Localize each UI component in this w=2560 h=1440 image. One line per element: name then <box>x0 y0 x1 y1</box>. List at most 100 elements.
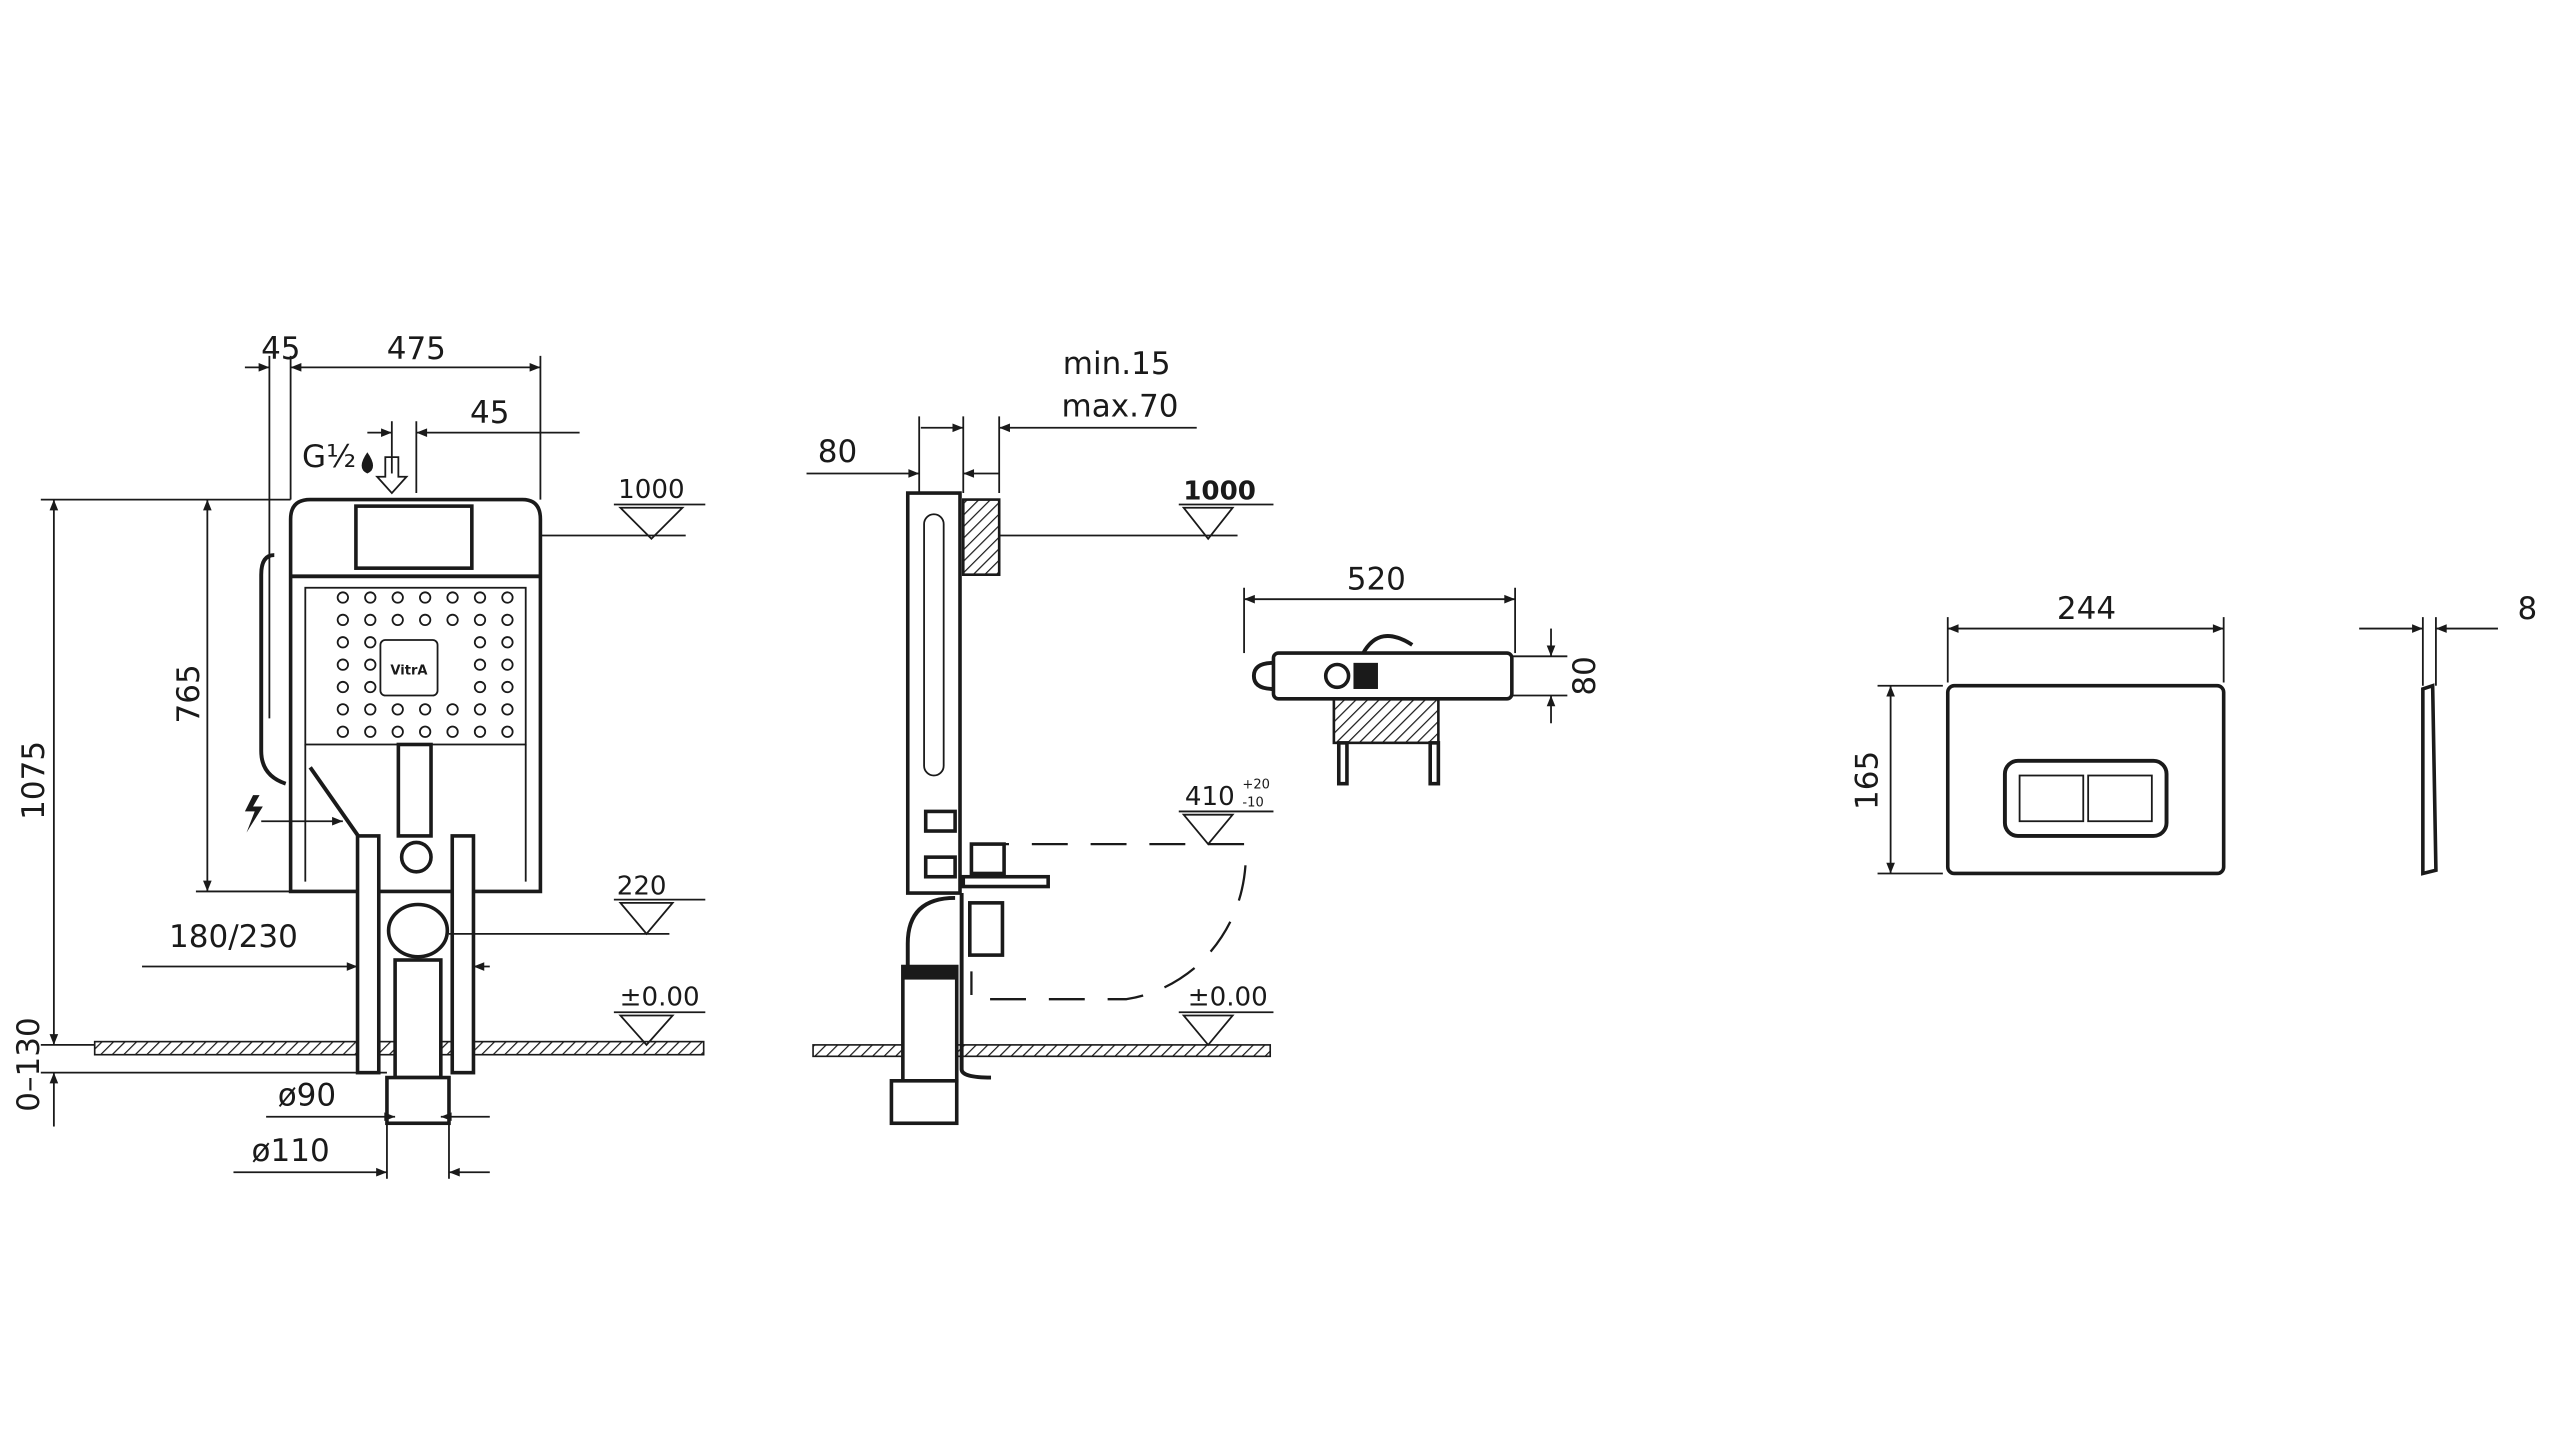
left-leg <box>355 834 381 1075</box>
front-view: VitrA 45 475 45 G½ 1075 765 <box>11 331 706 1179</box>
level-marker-floor: ±0.00 <box>613 983 706 1047</box>
inlet-valve <box>1323 662 1351 690</box>
tank-dot <box>501 703 514 716</box>
side-pipe <box>923 513 945 777</box>
tank-dot <box>473 636 487 649</box>
drain-elbow <box>905 896 956 1062</box>
floor-hatch <box>812 1044 1272 1058</box>
tank-dot <box>419 703 432 716</box>
tank-dot <box>336 636 349 649</box>
tank-dot <box>364 613 377 627</box>
pipe-band <box>902 966 957 980</box>
water-drop-icon <box>361 452 374 474</box>
level-label: 1000 <box>618 475 684 505</box>
dim-wall-min: min.15 <box>1063 346 1171 382</box>
support-foot <box>959 893 992 1080</box>
dim-depth: 80 <box>818 434 857 470</box>
level-label: 410 <box>1185 782 1235 812</box>
logo-box <box>379 639 439 697</box>
dim-width: 520 <box>1347 561 1406 597</box>
mounting-block <box>961 498 1001 576</box>
flush-plate: 244 165 8 <box>1850 591 2537 876</box>
bracket-2 <box>923 855 957 879</box>
dim-top-offset: 45 <box>261 331 300 367</box>
hose-loop <box>1361 634 1414 655</box>
tank-dot <box>501 680 514 694</box>
tank-dot <box>446 703 459 716</box>
tank-dot <box>501 613 514 627</box>
tank-dot <box>473 658 487 671</box>
flush-button-small[interactable] <box>2018 774 2085 823</box>
right-leg <box>450 834 476 1075</box>
tank-dot <box>336 613 349 627</box>
level-marker-1000: 1000 <box>540 475 706 541</box>
tank-dot <box>473 703 487 716</box>
plate-side <box>2421 683 2438 876</box>
dim-floor-range: 0–130 <box>11 1017 47 1111</box>
tank-dot <box>501 591 514 604</box>
tolerance-plus: +20 <box>1242 778 1270 793</box>
tank-dot <box>336 658 349 671</box>
tank-dot <box>391 703 404 716</box>
tank-dot <box>364 658 377 671</box>
left-leg <box>1336 741 1349 786</box>
tank-dot <box>391 613 404 627</box>
tolerance-minus: -10 <box>1242 796 1263 811</box>
hook <box>1251 660 1274 691</box>
drain-pipe <box>393 958 443 1080</box>
plate-front <box>1945 683 2226 876</box>
button-surround[interactable] <box>2002 758 2169 838</box>
dim-total-height: 1075 <box>16 741 52 820</box>
bowl-rod <box>961 874 1050 889</box>
wc-bowl-outline <box>970 842 1248 1001</box>
supply-hose <box>259 553 287 786</box>
tank-dot <box>446 613 459 627</box>
tank-dot <box>419 725 432 738</box>
tank-dot <box>473 680 487 694</box>
top-view: 520 80 <box>1243 561 1603 786</box>
right-leg <box>1428 741 1441 786</box>
dim-inlet-offset: 45 <box>470 395 509 431</box>
outlet-connector <box>399 840 433 874</box>
tank-dot <box>364 725 377 738</box>
brand-logo: VitrA <box>390 663 428 678</box>
gear-valve <box>1353 662 1378 689</box>
dim-width: 475 <box>387 331 446 367</box>
flush-button-large[interactable] <box>2087 774 2153 823</box>
drain-elbow <box>386 902 450 959</box>
tank-dot <box>391 591 404 604</box>
tank-dot <box>501 636 514 649</box>
side-view: 80 min.15 max.70 1000 410 +20 -10 ±0.00 <box>806 346 1274 1126</box>
mounting-block <box>1332 697 1440 745</box>
tank-dot <box>364 703 377 716</box>
inlet-arrow-icon <box>375 456 409 495</box>
drain-outlet <box>889 1079 959 1126</box>
level-label: ±0.00 <box>620 983 700 1013</box>
tank-dot <box>473 591 487 604</box>
tank-dot <box>336 591 349 604</box>
electric-icon <box>244 795 263 833</box>
dim-depth: 80 <box>1567 656 1603 695</box>
bracket-1 <box>923 809 957 833</box>
tank-dot <box>473 725 487 738</box>
drain-pipe <box>901 964 959 1083</box>
tank-dot <box>336 680 349 694</box>
tank-dot <box>391 725 404 738</box>
drain-outlet <box>385 1075 451 1126</box>
dim-height: 165 <box>1850 751 1886 810</box>
tank-dot <box>446 725 459 738</box>
drain-connector <box>968 901 1005 957</box>
tank-dot-grid <box>336 591 514 738</box>
frame-top <box>1271 651 1514 701</box>
flush-pipe <box>396 742 433 838</box>
tank-dot <box>419 591 432 604</box>
dim-pipe-inner: ø90 <box>278 1077 336 1113</box>
level-label: 220 <box>617 872 667 902</box>
frame-side <box>905 491 962 895</box>
tank-dot <box>336 725 349 738</box>
tank-dot <box>473 613 487 627</box>
level-marker-floor: ±0.00 <box>1178 983 1274 1047</box>
dim-pipe-outer: ø110 <box>252 1133 330 1169</box>
tank-dot <box>364 680 377 694</box>
